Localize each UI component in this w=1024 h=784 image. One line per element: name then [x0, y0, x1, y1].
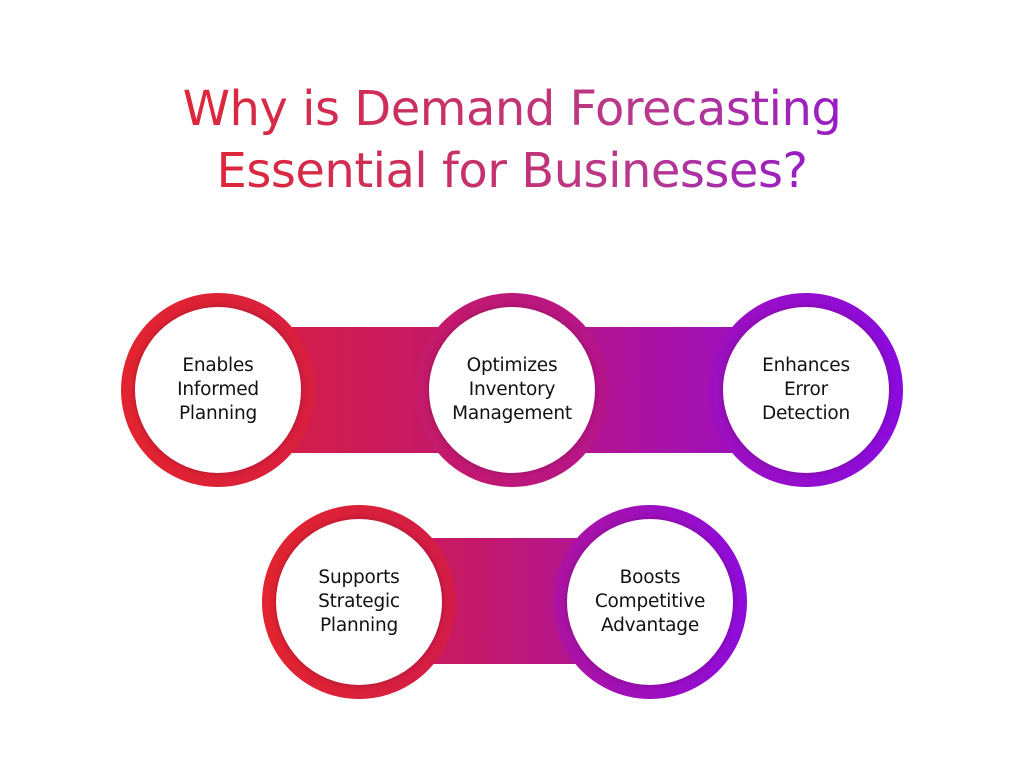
title-line-1: Why is Demand Forecasting	[122, 78, 902, 140]
page-title: Why is Demand Forecasting Essential for …	[0, 78, 1024, 202]
benefit-label: Supports Strategic Planning	[318, 567, 400, 636]
benefit-label: Boosts Competitive Advantage	[594, 567, 706, 636]
benefit-circle-competitive-advantage: Boosts Competitive Advantage	[553, 505, 747, 699]
title-line-2: Essential for Businesses?	[167, 140, 857, 202]
benefit-label: Optimizes Inventory Management	[452, 355, 572, 424]
benefit-label: Enables Informed Planning	[177, 355, 259, 424]
benefit-circle-inventory-management: Optimizes Inventory Management	[415, 293, 609, 487]
benefit-circle-informed-planning: Enables Informed Planning	[121, 293, 315, 487]
benefit-circle-error-detection: Enhances Error Detection	[709, 293, 903, 487]
benefit-label: Enhances Error Detection	[761, 355, 851, 424]
benefit-circle-strategic-planning: Supports Strategic Planning	[262, 505, 456, 699]
